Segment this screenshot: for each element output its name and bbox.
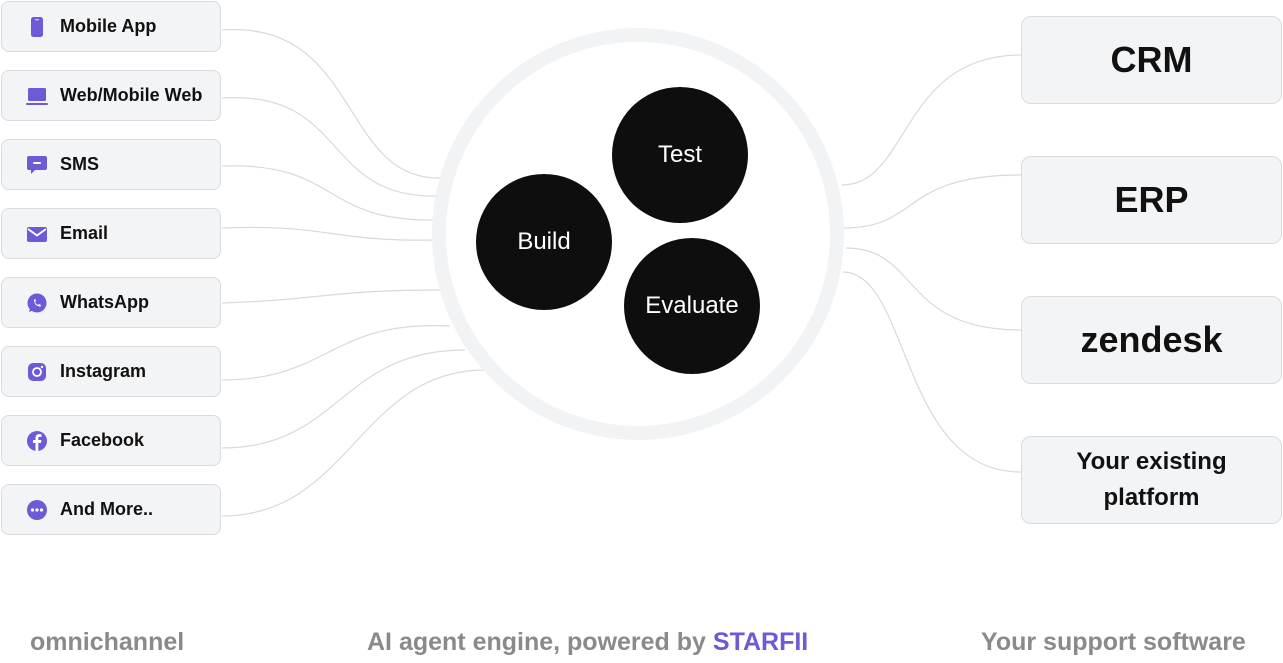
software-label: Your existing platform bbox=[1076, 448, 1227, 511]
whatsapp-icon bbox=[26, 292, 48, 314]
engine-caption: AI agent engine, powered by STARFII bbox=[367, 628, 808, 657]
channel-label: WhatsApp bbox=[60, 292, 149, 312]
software-label: CRM bbox=[1110, 39, 1193, 80]
software-existing-platform[interactable]: Your existing platform bbox=[1021, 436, 1282, 524]
channel-label: Email bbox=[60, 223, 109, 243]
channel-label: Facebook bbox=[60, 430, 145, 450]
software-crm[interactable]: CRM bbox=[1021, 16, 1282, 104]
evaluate-bubble[interactable]: Evaluate bbox=[624, 238, 760, 374]
software-label: ERP bbox=[1114, 179, 1189, 220]
build-bubble[interactable]: Build bbox=[476, 174, 612, 310]
support-software-caption: Your support software bbox=[981, 628, 1246, 656]
software-erp[interactable]: ERP bbox=[1021, 156, 1282, 244]
software-zendesk[interactable]: zendesk bbox=[1021, 296, 1282, 384]
chat-bubble-icon bbox=[26, 154, 48, 176]
omnichannel-caption: omnichannel bbox=[30, 628, 185, 656]
test-bubble[interactable]: Test bbox=[612, 87, 748, 223]
channel-mobile-app[interactable]: Mobile App bbox=[1, 1, 221, 52]
channel-more[interactable]: And More.. bbox=[1, 484, 221, 535]
channel-web[interactable]: Web/Mobile Web bbox=[1, 70, 221, 121]
laptop-icon bbox=[26, 85, 48, 107]
evaluate-label: Evaluate bbox=[645, 292, 739, 319]
channel-label: Web/Mobile Web bbox=[60, 85, 203, 105]
more-dots-icon bbox=[26, 499, 48, 521]
channel-whatsapp[interactable]: WhatsApp bbox=[1, 277, 221, 328]
software-label: zendesk bbox=[1080, 319, 1223, 360]
channel-label: SMS bbox=[60, 154, 100, 174]
channel-label: Instagram bbox=[60, 361, 147, 381]
channel-label: And More.. bbox=[60, 499, 153, 519]
brand-name: STARFII bbox=[712, 628, 809, 656]
test-label: Test bbox=[657, 141, 702, 168]
facebook-icon bbox=[26, 430, 48, 452]
build-label: Build bbox=[517, 228, 571, 255]
instagram-icon bbox=[26, 361, 48, 383]
channel-instagram[interactable]: Instagram bbox=[1, 346, 221, 397]
channel-sms[interactable]: SMS bbox=[1, 139, 221, 190]
engine-caption-text: AI agent engine, powered by bbox=[367, 628, 713, 656]
channel-facebook[interactable]: Facebook bbox=[1, 415, 221, 466]
channel-email[interactable]: Email bbox=[1, 208, 221, 259]
mobile-phone-icon bbox=[26, 16, 48, 38]
envelope-icon bbox=[26, 223, 48, 245]
channel-label: Mobile App bbox=[60, 16, 157, 36]
